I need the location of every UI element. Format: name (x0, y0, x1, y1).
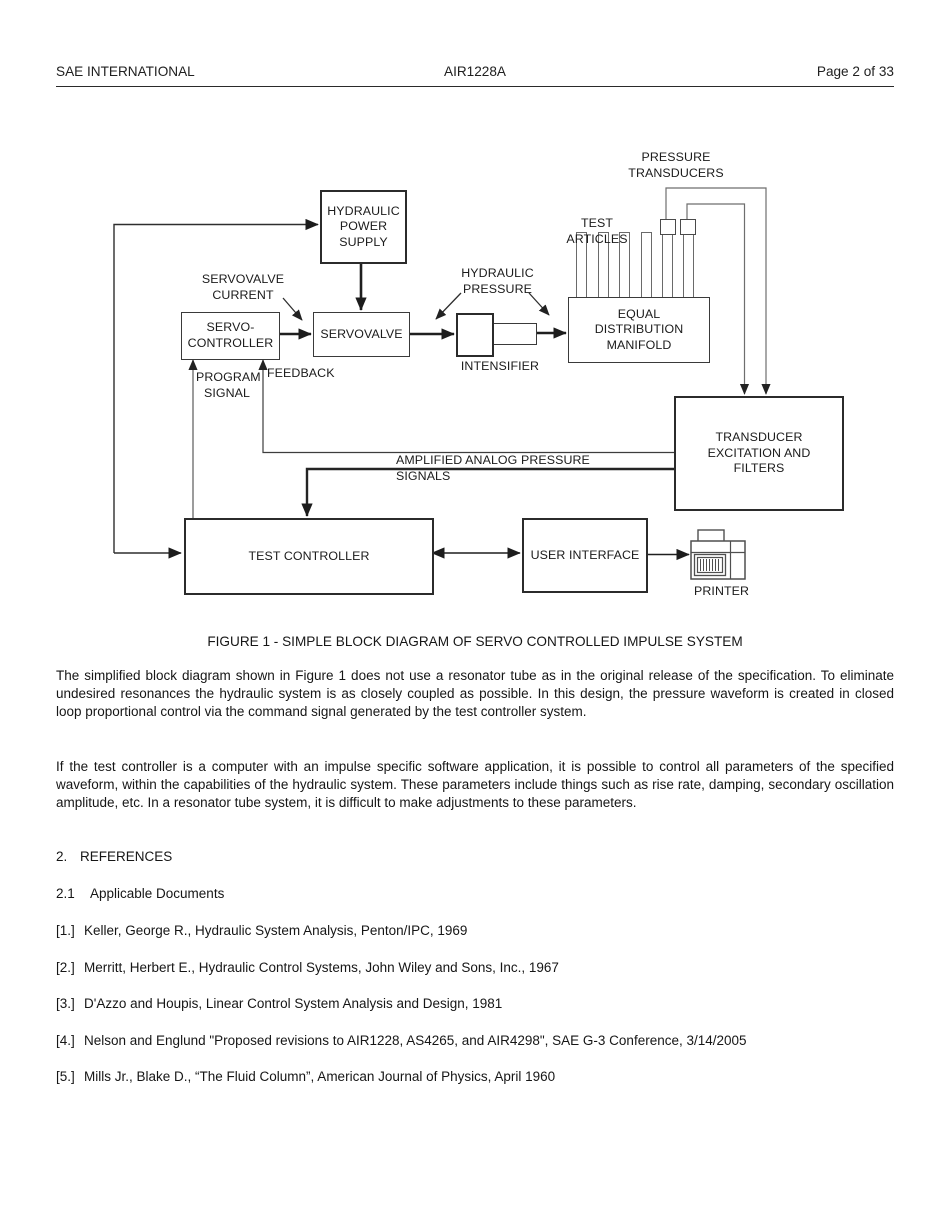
reference-marker: [2.] (56, 959, 75, 975)
reference-text: Nelson and Englund "Proposed revisions t… (84, 1032, 747, 1048)
label-program-signal: PROGRAM SIGNAL (196, 370, 261, 400)
box-test-controller: TEST CONTROLLER (184, 518, 434, 595)
box-user-interface: USER INTERFACE (522, 518, 648, 593)
reference-marker: [4.] (56, 1032, 75, 1048)
box-servo-controller: SERVO- CONTROLLER (181, 312, 280, 360)
test-article-tube (682, 233, 694, 299)
pressure-transducer (679, 219, 696, 235)
box-intensifier (456, 313, 494, 357)
test-article-tube (662, 233, 673, 299)
label-pressure-transducers: PRESSURE TRANSDUCERS (628, 150, 724, 180)
section-references: 2. REFERENCES (56, 849, 894, 864)
reference-text: D'Azzo and Houpis, Linear Control System… (84, 996, 503, 1011)
reference-item: [4.] Nelson and Englund "Proposed revisi… (56, 1032, 894, 1050)
header-page-number: Page 2 of 33 (816, 64, 894, 79)
section-number: 2.1 (56, 886, 75, 901)
reference-item: [5.] Mills Jr., Blake D., “The Fluid Col… (56, 1068, 894, 1086)
reference-marker: [5.] (56, 1069, 75, 1084)
reference-marker: [1.] (56, 923, 75, 938)
box-hydraulic-power-supply: HYDRAULIC POWER SUPPLY (320, 190, 407, 264)
header-center: AIR1228A (444, 64, 506, 79)
reference-item: [1.] Keller, George R., Hydraulic System… (56, 922, 894, 940)
box-transducer-excitation: TRANSDUCER EXCITATION AND FILTERS (674, 396, 844, 511)
header-left: SAE INTERNATIONAL (56, 64, 195, 79)
label-servovalve-current: SERVOVALVE CURRENT (201, 272, 285, 302)
paragraph: If the test controller is a computer wit… (56, 759, 894, 811)
reference-text: Keller, George R., Hydraulic System Anal… (84, 923, 468, 938)
pressure-transducer (659, 219, 676, 235)
reference-text: Mills Jr., Blake D., “The Fluid Column”,… (84, 1069, 556, 1084)
test-article-tube (640, 232, 652, 299)
section-title: Applicable Documents (90, 886, 225, 901)
label-amplified-analog: AMPLIFIED ANALOG PRESSURE SIGNALS (396, 453, 590, 483)
box-equal-distribution-manifold: EQUAL DISTRIBUTION MANIFOLD (568, 297, 710, 363)
label-hydraulic-pressure: HYDRAULIC PRESSURE (461, 266, 534, 296)
header-rule (56, 86, 894, 87)
box-servovalve: SERVOVALVE (313, 312, 410, 357)
reference-item: [3.] D'Azzo and Houpis, Linear Control S… (56, 995, 894, 1013)
paragraph: The simplified block diagram shown in Fi… (56, 668, 894, 720)
printer-icon (690, 529, 746, 580)
label-feedback: FEEDBACK (267, 366, 335, 380)
box-intensifier-tube (490, 323, 537, 345)
reference-text: Merritt, Herbert E., Hydraulic Control S… (84, 959, 559, 975)
reference-item: [2.] Merritt, Herbert E., Hydraulic Cont… (56, 959, 894, 977)
section-number: 2. (56, 849, 68, 864)
section-applicable-documents: 2.1 Applicable Documents (56, 886, 894, 901)
label-printer: PRINTER (694, 584, 750, 598)
page-header: SAE INTERNATIONAL AIR1228A Page 2 of 33 (56, 64, 894, 79)
figure-caption: FIGURE 1 - SIMPLE BLOCK DIAGRAM OF SERVO… (207, 634, 743, 649)
section-title: REFERENCES (80, 849, 173, 864)
reference-marker: [3.] (56, 996, 75, 1011)
label-test-articles: TEST ARTICLES (566, 216, 628, 246)
label-intensifier: INTENSIFIER (460, 359, 540, 373)
